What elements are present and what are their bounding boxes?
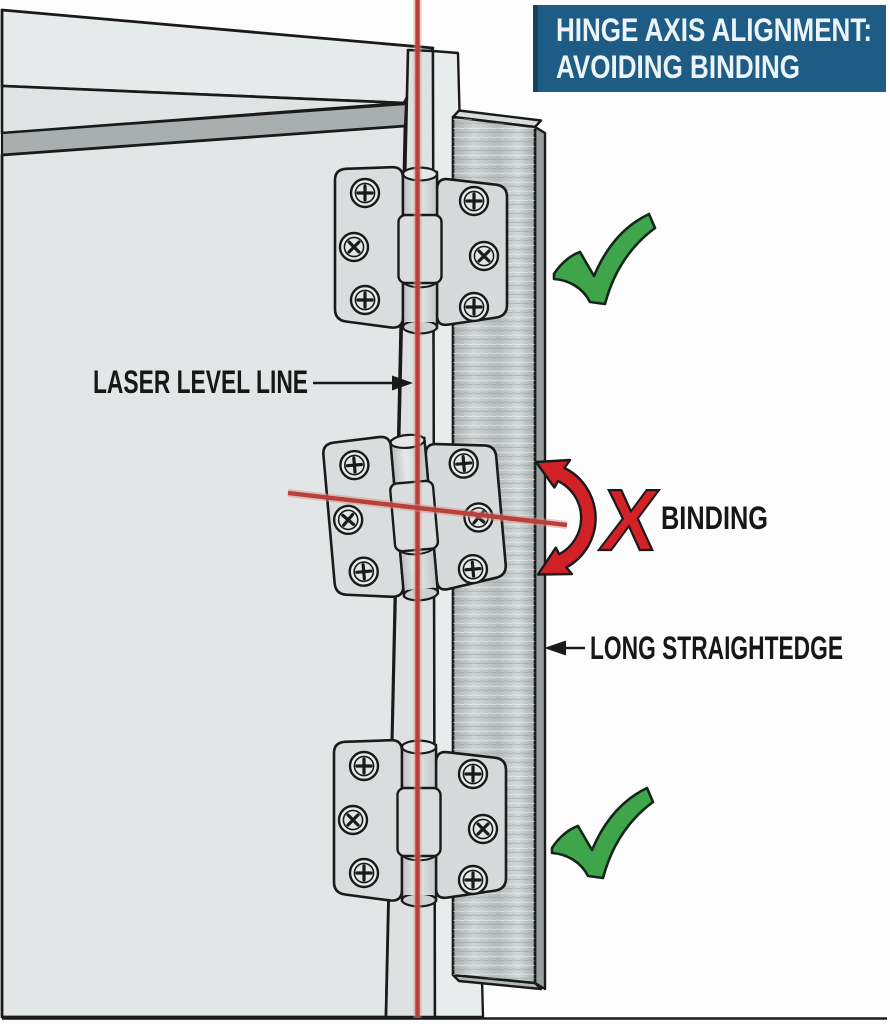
straightedge-side-face [533,125,547,991]
title-box-background [537,5,886,92]
check-icon [552,212,657,306]
page-title-line1: HINGE AXIS ALIGNMENT: [556,12,872,48]
page-title-line2: AVOIDING BINDING [556,49,800,85]
misaligned-axis-line [287,489,568,529]
arrow-left-icon [544,640,566,656]
binding-label: BINDING [661,500,768,536]
laser-level-line-label: LASER LEVEL LINE [93,364,308,400]
binding-callout: X BINDING [594,470,768,570]
arrow-right-icon [392,375,413,391]
x-icon: X [595,471,664,569]
straightedge-label-group: LONG STRAIGHTEDGE [544,630,843,666]
title-box: HINGE AXIS ALIGNMENT: AVOIDING BINDING [533,5,886,92]
title-box-left-edge [533,5,538,92]
laser-line-diagonal [287,490,568,528]
laser-label-group: LASER LEVEL LINE [93,364,413,400]
check-icon [550,786,655,880]
rotation-arrow-icon [534,458,597,576]
long-straightedge-label: LONG STRAIGHTEDGE [590,630,843,666]
